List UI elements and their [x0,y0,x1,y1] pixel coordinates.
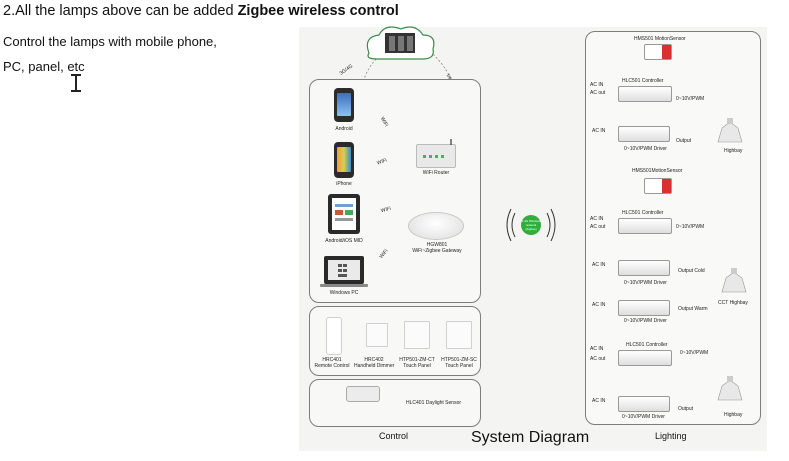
zigbee-gateway-icon [408,212,464,240]
group3-lamp-label: Highbay [724,412,743,418]
controller-name-2: Handheld Dimmer [354,363,395,369]
touch-panel-ct-icon [404,321,430,349]
group2-lamp-label: CCT Highbay [718,300,748,306]
group2-controller-module [618,218,672,234]
group2-driver1-label: 0~10V/PWM Driver [624,280,667,286]
iphone-label: iPhone [336,181,352,187]
gateway-name-label: WiFi~Zigbee Gateway [412,248,462,254]
group2-sensor-label: HMS501MotionSensor [632,168,683,174]
pc-stand [320,284,368,287]
controller-name-3: Touch Panel [403,363,431,369]
daylight-sensor-icon [346,386,380,402]
group3-driver-module [618,396,670,412]
group2-output1-label: Output Cold [678,268,705,274]
group2-driver2-label: 0~10V/PWM Driver [624,318,667,324]
group1-motion-sensor-icon [644,44,672,60]
diagram-title: System Diagram [471,429,590,446]
group1-sensor-label: HMS501 MotionSensor [634,36,686,42]
controller-model-3: HTP501-ZM-CT [399,357,435,363]
control-devices-panel: Android iPhone Android/iOS MID Windows P… [309,79,481,303]
group2-driver1-module [618,260,670,276]
group3-driver-ac-in-label: AC IN [592,398,606,404]
group1-controller-module [618,86,672,102]
description-line-1: Control the lamps with mobile phone, [3,34,217,49]
group2-output2-label: Output Warm [678,306,708,312]
text-cursor-icon [71,74,81,92]
tablet-label: Android/iOS MID [325,238,363,244]
cloud-icon [366,26,435,60]
handheld-dimmer-icon [366,323,388,347]
group2-ac-in-label: AC IN [590,216,604,222]
android-label: Android [335,126,353,132]
group2-driver1-ac-in-label: AC IN [592,262,606,268]
controller-model-4: HTP501-ZM-SC [441,357,477,363]
group3-highbay-icon [717,376,743,401]
wifi-router-icon [416,139,456,168]
lighting-panel: HMS501 MotionSensor HLC501 Controller AC… [585,31,761,425]
group2-driver2-module [618,300,670,316]
controllers-panel: HRC401 Remote Control HRC402 Handheld Di… [309,306,481,376]
lighting-section-label: Lighting [655,431,687,441]
zigbee-badge: 2.4G Wireless network (Zigbee) [521,215,541,235]
controller-model-1: HRC401 [322,357,342,363]
heading-text: 2.All the lamps above can be added [3,3,238,19]
group1-ac-out-label: AC out [590,90,606,96]
group1-driver-label: 0~10V/PWM Driver [624,146,667,152]
description-line-2: PC, panel, etc [3,59,85,74]
touch-panel-sc-icon [446,321,472,349]
group2-controller-label: HLC501 Controller [622,210,664,216]
wifi-router-label: WiFi Router [422,170,450,176]
daylight-sensor-panel: HLC401 Daylight Sensor [309,379,481,427]
group1-controller-label: HLC501 Controller [622,78,664,84]
group2-driver2-ac-in-label: AC IN [592,302,606,308]
group1-ac-in-label: AC IN [590,82,604,88]
group1-driver-ac-in-label: AC IN [592,128,606,134]
daylight-sensor-label: HLC401 Daylight Sensor [406,400,462,406]
gateway-model-label: HGW801 [426,242,448,248]
pc-label: Windows PC [329,290,359,296]
pc-icon [324,256,364,284]
system-diagram: 3G/4G Internet Android iPhone Android/iO… [299,26,767,451]
group2-signal-label: 0~10V/PWM [676,224,705,230]
remote-control-icon [326,317,342,355]
control-section-label: Control [379,431,409,441]
tablet-icon [328,194,360,234]
heading-bold-text: Zigbee wireless control [237,3,399,19]
group3-output-label: Output [678,406,694,412]
group3-signal-label: 0~10V/PWM [680,350,709,356]
controller-model-2: HRC402 [364,357,384,363]
android-phone-icon [334,88,354,122]
group1-highbay-icon [717,118,743,143]
group2-ac-out-label: AC out [590,224,606,230]
group3-driver-label: 0~10V/PWM Driver [622,414,665,420]
group3-controller-label: HLC501 Controller [626,342,668,348]
group1-lamp-label: Highbay [724,148,743,154]
group1-driver-module [618,126,670,142]
group2-motion-sensor-icon [644,178,672,194]
group1-output-label: Output [676,138,692,144]
group3-ac-in-label: AC IN [590,346,604,352]
controller-name-4: Touch Panel [445,363,473,369]
iphone-icon [334,142,354,178]
group2-highbay-icon [721,268,747,293]
controller-name-1: Remote Control [314,363,350,369]
group3-controller-module [618,350,672,366]
description: Control the lamps with mobile phone, PC,… [3,29,217,79]
section-heading: 2.All the lamps above can be added Zigbe… [3,3,399,19]
group1-signal-label: 0~10V/PWM [676,96,705,102]
group3-ac-out-label: AC out [590,356,606,362]
